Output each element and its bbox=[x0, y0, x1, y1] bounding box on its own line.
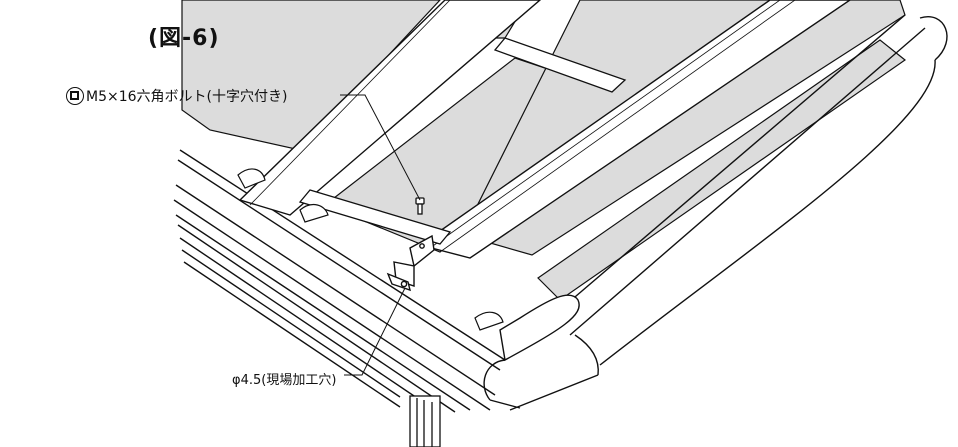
rafter-center bbox=[418, 0, 852, 259]
hex-bolt bbox=[415, 197, 425, 215]
hole-callout-label: φ4.5(現場加工穴) bbox=[232, 373, 337, 388]
bolt-leader-line bbox=[340, 94, 421, 201]
end-cap bbox=[499, 294, 580, 362]
rafter-left bbox=[238, 0, 542, 216]
roof-panel-lower-right bbox=[537, 39, 907, 301]
circled-square-icon bbox=[66, 87, 84, 105]
bolt-callout: M5×16六角ボルト(十字穴付き) bbox=[66, 86, 287, 106]
mounting-bracket bbox=[386, 234, 435, 292]
square-mark bbox=[70, 91, 79, 100]
rail-clips bbox=[237, 168, 504, 331]
crossbar-middle bbox=[298, 189, 452, 245]
crossbars bbox=[298, 37, 627, 245]
hole-leader-line bbox=[344, 287, 406, 376]
side-beam bbox=[483, 14, 948, 411]
crossbar-upper bbox=[493, 37, 627, 93]
leader-lines bbox=[340, 94, 421, 376]
support-post bbox=[409, 395, 441, 447]
figure-title: (図-6) bbox=[148, 26, 220, 51]
roof-panel-left bbox=[181, 0, 441, 151]
bolt-callout-label: M5×16六角ボルト(十字穴付き) bbox=[86, 89, 288, 105]
rafters bbox=[238, 0, 852, 259]
